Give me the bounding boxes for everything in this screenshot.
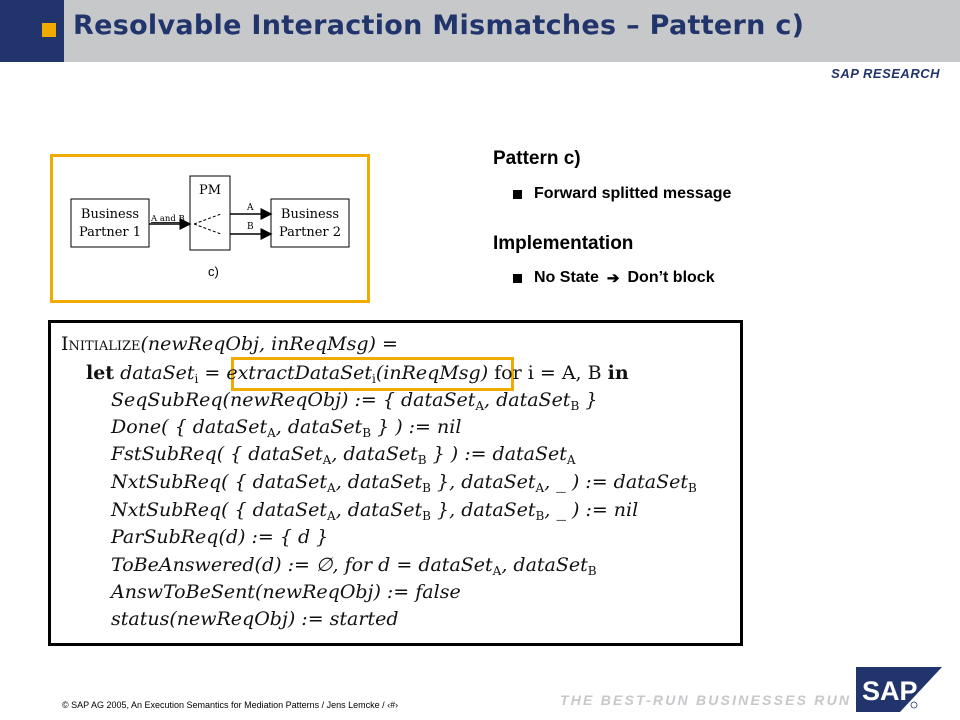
pattern-diagram-svg: Business Partner 1 PM Business Partner 2… xyxy=(70,175,350,279)
incoming-arrow-label: A and B xyxy=(150,214,185,224)
l3-b: , dataSet xyxy=(484,389,571,411)
outgoing-arrow-b-label: B xyxy=(247,222,254,232)
partner2-box xyxy=(270,198,350,248)
equals-sign: = xyxy=(198,362,227,384)
right-arrow-icon: ➔ xyxy=(606,270,620,287)
formula-line-5: FstSubReq( { dataSetA, dataSetB } ) := d… xyxy=(111,443,576,467)
bullet-forward-message: Forward splitted message xyxy=(513,185,731,203)
sap-logo-icon: SAP xyxy=(856,667,942,712)
pm-box xyxy=(189,175,231,251)
l9-a: ToBeAnswered(d) := ∅, for d = dataSet xyxy=(111,554,493,576)
formula-line-11: status(newReqObj) := started xyxy=(111,608,399,630)
l4-sub1: A xyxy=(267,426,276,440)
extract-function: extractDataSet xyxy=(226,362,373,384)
l7-sub3: B xyxy=(535,509,545,523)
formula-line-8: ParSubReq(d) := { d } xyxy=(111,526,328,548)
formula-line-7: NxtSubReq( { dataSetA, dataSetB }, dataS… xyxy=(111,499,638,523)
initialize-keyword: Initialize xyxy=(61,333,141,355)
l6-c: }, dataSet xyxy=(430,471,536,493)
title-bar xyxy=(64,0,960,62)
bullet-no-state: No State ➔ Don’t block xyxy=(513,269,715,287)
l7-sub1: A xyxy=(327,509,336,523)
l8-a: ParSubReq(d) := { d } xyxy=(111,526,329,548)
title-bullet-square xyxy=(42,23,56,37)
l5-b: , dataSet xyxy=(331,443,418,465)
l4-sub2: B xyxy=(362,426,372,440)
formula-line-9: ToBeAnswered(d) := ∅, for d = dataSetA, … xyxy=(111,554,597,578)
l3-sub1: A xyxy=(475,399,485,413)
bullet-no-state-text: No State xyxy=(534,269,599,286)
partner1-box xyxy=(70,198,150,248)
l7-b: , dataSet xyxy=(335,499,423,521)
l3-c: } xyxy=(579,389,598,411)
partner1-label-line1: Business xyxy=(81,207,139,222)
pm-label: PM xyxy=(199,183,221,198)
l6-sub1: A xyxy=(327,481,336,495)
partner2-label-line2: Partner 2 xyxy=(279,225,341,240)
extract-highlight-box xyxy=(231,357,514,391)
l6-sub2: B xyxy=(422,481,431,495)
extract-sub: i xyxy=(372,372,376,386)
for-clause: for i = A, B xyxy=(488,362,608,384)
l3-sub2: B xyxy=(570,399,580,413)
slide-title: Resolvable Interaction Mismatches – Patt… xyxy=(73,10,805,41)
extract-arg: (inReqMsg) xyxy=(375,362,489,384)
l5-sub2: B xyxy=(417,453,427,467)
sap-research-brand: SAP RESEARCH xyxy=(831,66,940,81)
l3-a: SeqSubReq(newReqObj) := { dataSet xyxy=(111,389,476,411)
partner2-label-line1: Business xyxy=(281,207,339,222)
footer-copyright: © SAP AG 2005, An Execution Semantics fo… xyxy=(62,700,399,710)
footer-tagline: THE BEST-RUN BUSINESSES RUN SAP xyxy=(560,692,893,708)
bullet-forward-text: Forward splitted message xyxy=(534,185,732,202)
l5-a: FstSubReq( { dataSet xyxy=(111,443,323,465)
bullet-dont-block-text: Don’t block xyxy=(627,269,715,286)
in-keyword: in xyxy=(607,362,629,384)
l11-a: status(newReqObj) := started xyxy=(111,608,399,630)
l5-sub1: A xyxy=(322,453,332,467)
l10-a: AnswToBeSent(newReqObj) := false xyxy=(111,581,461,603)
l6-sub4: B xyxy=(688,481,697,495)
l9-sub2: B xyxy=(587,564,597,578)
l7-d: , _ ) := nil xyxy=(544,499,639,521)
bullet-square-icon xyxy=(513,189,522,199)
l7-a: NxtSubReq( { dataSet xyxy=(111,499,328,521)
diagram-caption: c) xyxy=(208,264,219,279)
l7-c: }, dataSet xyxy=(430,499,536,521)
dataset-sub: i xyxy=(194,372,199,386)
pattern-diagram: Business Partner 1 PM Business Partner 2… xyxy=(50,154,370,303)
l6-a: NxtSubReq( { dataSet xyxy=(111,471,328,493)
let-keyword: let xyxy=(86,362,115,384)
formula-line-2: let dataSeti = extractDataSeti(inReqMsg)… xyxy=(86,362,629,386)
formula-line-6: NxtSubReq( { dataSetA, dataSetB }, dataS… xyxy=(111,471,697,495)
l4-a: Done( { dataSet xyxy=(111,416,268,438)
bullet-square-icon xyxy=(513,273,522,283)
outgoing-arrow-a-label: A xyxy=(246,203,254,213)
l4-c: } ) := nil xyxy=(371,416,462,438)
initialize-args: (newReqObj, inReqMsg) = xyxy=(140,333,398,355)
l7-sub2: B xyxy=(422,509,431,523)
l9-b: , dataSet xyxy=(501,554,588,576)
l5-c: } ) := dataSet xyxy=(426,443,567,465)
formula-panel: Initialize(newReqObj, inReqMsg) = let da… xyxy=(48,320,743,646)
heading-implementation: Implementation xyxy=(493,233,634,254)
formula-line-10: AnswToBeSent(newReqObj) := false xyxy=(111,581,461,603)
formula-line-3: SeqSubReq(newReqObj) := { dataSetA, data… xyxy=(111,389,597,413)
formula-line-1: Initialize(newReqObj, inReqMsg) = xyxy=(61,333,398,355)
l9-sub1: A xyxy=(492,564,502,578)
l6-d: , _ ) := dataSet xyxy=(544,471,688,493)
heading-pattern: Pattern c) xyxy=(493,148,581,169)
l5-sub3: A xyxy=(566,453,576,467)
dataset-var: dataSet xyxy=(120,362,195,384)
partner1-label-line2: Partner 1 xyxy=(79,225,141,240)
l4-b: , dataSet xyxy=(275,416,363,438)
formula-line-4: Done( { dataSetA, dataSetB } ) := nil xyxy=(111,416,461,440)
l6-sub3: A xyxy=(535,481,545,495)
l6-b: , dataSet xyxy=(335,471,423,493)
sap-logo-text: SAP xyxy=(862,676,918,706)
